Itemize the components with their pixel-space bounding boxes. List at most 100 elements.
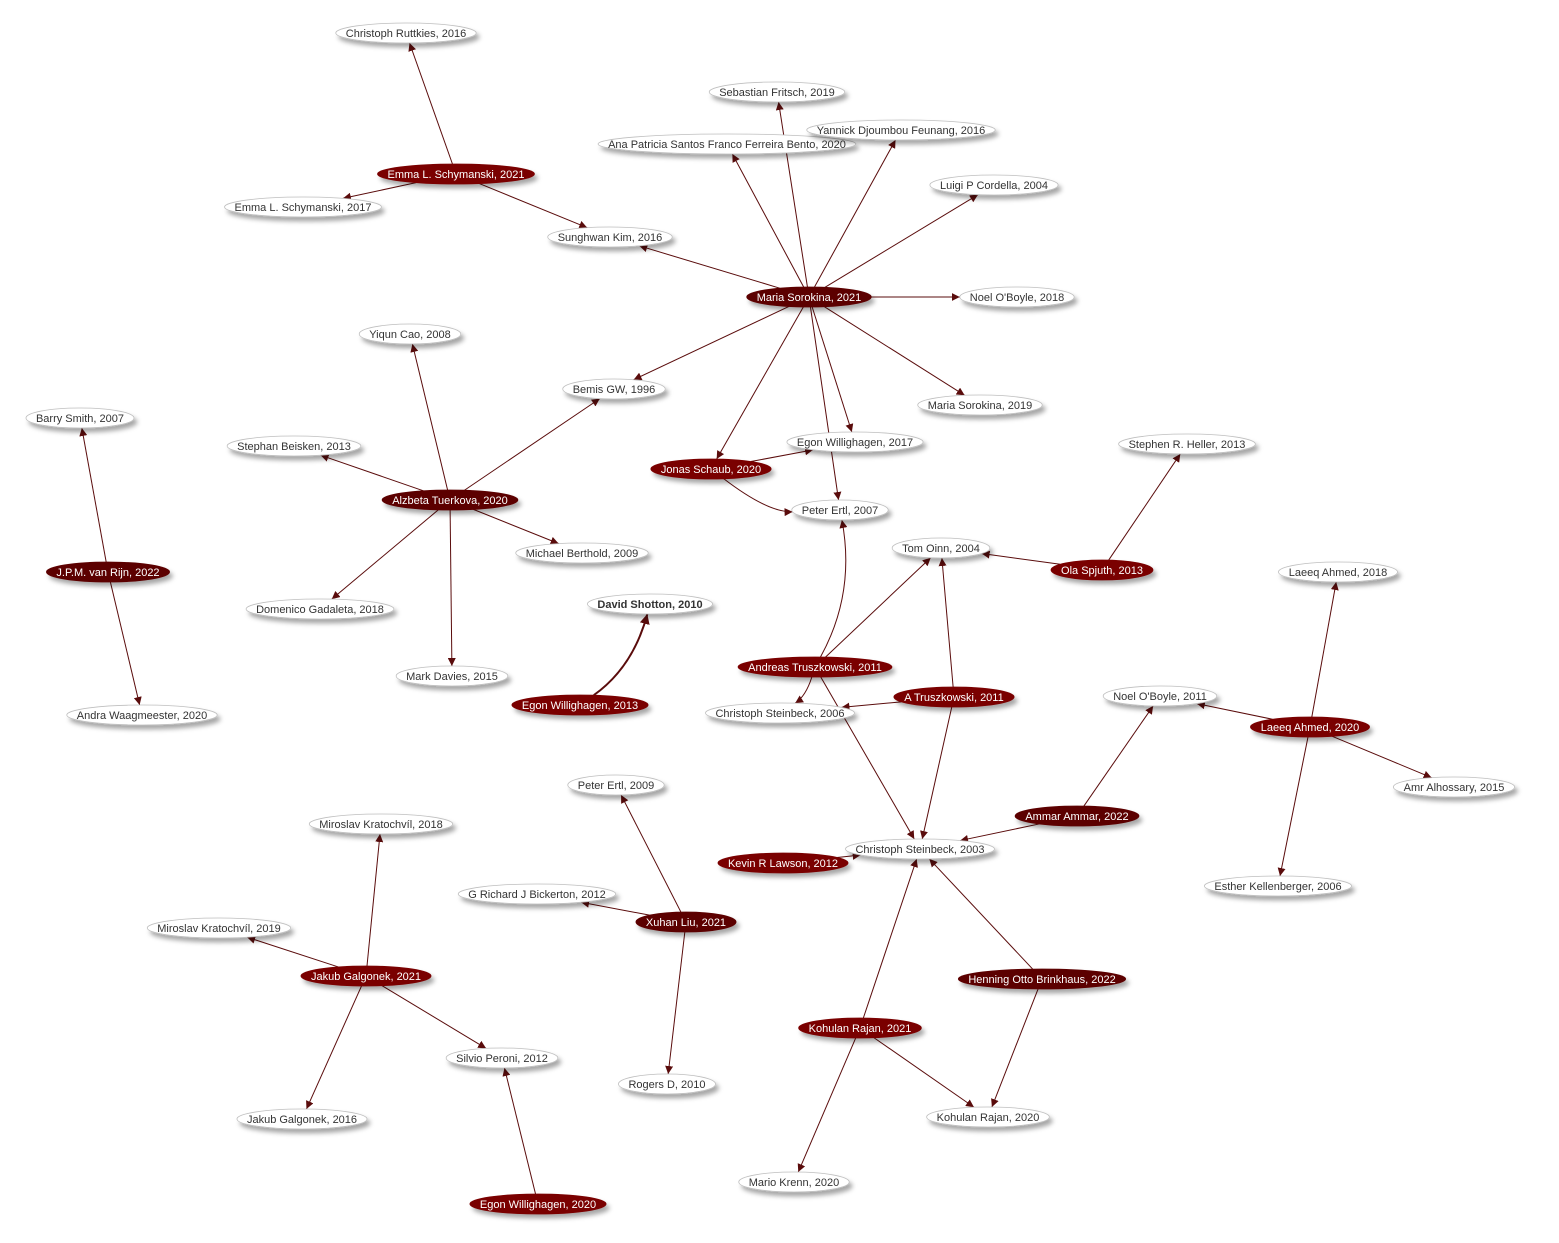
graph-node-rajan2020[interactable]: Kohulan Rajan, 2020 <box>926 1106 1050 1128</box>
graph-node-turkova2020[interactable]: Alzbeta Tuerkova, 2020 <box>381 489 519 511</box>
graph-node-willighagen2020[interactable]: Egon Willighagen, 2020 <box>469 1193 607 1215</box>
graph-node-gadaleta2018[interactable]: Domenico Gadaleta, 2018 <box>245 598 395 620</box>
graph-node-fritsch2019[interactable]: Sebastian Fritsch, 2019 <box>708 81 846 103</box>
node-label: Jakub Galgonek, 2016 <box>247 1114 357 1126</box>
graph-node-truszkowski2011[interactable]: A Truszkowski, 2011 <box>893 686 1015 708</box>
edge-schaub2020-to-willighagen2017 <box>750 447 814 463</box>
node-ellipse <box>1014 805 1140 827</box>
graph-node-galgonek2021[interactable]: Jakub Galgonek, 2021 <box>300 965 432 987</box>
node-ellipse <box>926 1106 1050 1128</box>
node-label: Bemis GW, 1996 <box>573 384 656 396</box>
edge-spjuth2013-to-oinn2004 <box>981 550 1061 565</box>
edge-atruszkowski2011-to-steinbeck2006 <box>794 676 813 704</box>
graph-node-rogers2010[interactable]: Rogers D, 2010 <box>618 1073 716 1095</box>
node-label: Kohulan Rajan, 2020 <box>937 1112 1040 1124</box>
node-label: Christoph Ruttkies, 2016 <box>346 28 466 40</box>
edge-schymanski2021-to-kim2016 <box>479 183 588 229</box>
graph-node-sorokina2019[interactable]: Maria Sorokina, 2019 <box>917 394 1043 416</box>
graph-node-oboyle2018[interactable]: Noel O'Boyle, 2018 <box>959 286 1075 308</box>
graph-node-peroni2012[interactable]: Silvio Peroni, 2012 <box>445 1047 559 1069</box>
graph-node-bemis1996[interactable]: Bemis GW, 1996 <box>562 378 666 400</box>
node-label: Egon Willighagen, 2020 <box>480 1199 596 1211</box>
edge-willighagen2020-to-peroni2012 <box>502 1067 537 1195</box>
graph-node-vanrijn2022[interactable]: J.P.M. van Rijn, 2022 <box>46 561 170 583</box>
edge-sorokina2021-to-fritsch2019 <box>775 101 808 288</box>
edge-ahmed2020-to-oboyle2011 <box>1196 701 1273 720</box>
graph-node-ammar2022[interactable]: Ammar Ammar, 2022 <box>1014 805 1140 827</box>
edge-turkova2020-to-gadaleta2018 <box>331 509 439 600</box>
node-label: Luigi P Cordella, 2004 <box>940 180 1048 192</box>
graph-node-bickerton2012[interactable]: G Richard J Bickerton, 2012 <box>457 883 617 905</box>
edge-galgonek2021-to-peroni2012 <box>381 985 487 1049</box>
graph-node-spjuth2013[interactable]: Ola Spjuth, 2013 <box>1050 559 1154 581</box>
node-label: David Shotton, 2010 <box>597 599 702 611</box>
graph-node-ertl2007[interactable]: Peter Ertl, 2007 <box>791 499 889 521</box>
edge-atruszkowski2011-to-oinn2004 <box>825 557 931 658</box>
edge-rajan2021-to-krenn2020 <box>797 1037 857 1173</box>
node-ellipse <box>1204 875 1352 897</box>
graph-node-djoumbou2016[interactable]: Yannick Djoumbou Feunang, 2016 <box>806 119 996 141</box>
graph-node-lawson2012[interactable]: Kevin R Lawson, 2012 <box>717 852 849 874</box>
graph-node-cordella2004[interactable]: Luigi P Cordella, 2004 <box>929 174 1059 196</box>
edge-sorokina2021-to-sorokina2019 <box>824 306 965 396</box>
graph-node-ertl2009[interactable]: Peter Ertl, 2009 <box>567 774 665 796</box>
node-ellipse <box>959 286 1075 308</box>
node-label: Andra Waagmeester, 2020 <box>77 710 207 722</box>
node-ellipse <box>635 911 737 933</box>
graph-node-cao2008[interactable]: Yiqun Cao, 2008 <box>358 323 462 345</box>
graph-node-waagmeester2020[interactable]: Andra Waagmeester, 2020 <box>66 704 218 726</box>
graph-node-steinbeck2006[interactable]: Christoph Steinbeck, 2006 <box>705 702 855 724</box>
edge-sorokina2021-to-cordella2004 <box>824 194 979 288</box>
graph-node-ahmed2020[interactable]: Laeeq Ahmed, 2020 <box>1250 716 1370 738</box>
edge-sorokina2021-to-bemis1996 <box>633 306 790 381</box>
graph-node-ruttkies2016[interactable]: Christoph Ruttkies, 2016 <box>335 22 477 44</box>
graph-node-schaub2020[interactable]: Jonas Schaub, 2020 <box>650 458 772 480</box>
graph-node-bento2020[interactable]: Ana Patricia Santos Franco Ferreira Bent… <box>597 133 857 155</box>
node-ellipse <box>562 378 666 400</box>
node-label: A Truszkowski, 2011 <box>904 692 1003 704</box>
node-label: Jakub Galgonek, 2021 <box>311 971 421 983</box>
graph-node-atruszkowski2011[interactable]: Andreas Truszkowski, 2011 <box>737 656 893 678</box>
node-ellipse <box>1392 776 1516 798</box>
graph-node-brinkhaus2022[interactable]: Henning Otto Brinkhaus, 2022 <box>957 968 1127 990</box>
graph-node-liu2021[interactable]: Xuhan Liu, 2021 <box>635 911 737 933</box>
node-label: Emma L. Schymanski, 2021 <box>388 169 525 181</box>
edge-lawson2012-to-steinbeck2003 <box>837 851 861 860</box>
graph-node-heller2013[interactable]: Stephen R. Heller, 2013 <box>1118 433 1256 455</box>
graph-node-rajan2021[interactable]: Kohulan Rajan, 2021 <box>798 1017 922 1039</box>
graph-node-willighagen2017[interactable]: Egon Willighagen, 2017 <box>786 431 924 453</box>
node-ellipse <box>737 656 893 678</box>
graph-node-beisken2013[interactable]: Stephan Beisken, 2013 <box>226 435 362 457</box>
graph-node-sorokina2021[interactable]: Maria Sorokina, 2021 <box>746 286 872 308</box>
graph-node-steinbeck2003[interactable]: Christoph Steinbeck, 2003 <box>845 838 995 860</box>
graph-node-kratochvil2018[interactable]: Miroslav Kratochvíl, 2018 <box>308 813 454 835</box>
edge-liu2021-to-ertl2009 <box>620 794 682 913</box>
graph-node-schymanski2017[interactable]: Emma L. Schymanski, 2017 <box>224 196 382 218</box>
graph-node-oboyle2011[interactable]: Noel O'Boyle, 2011 <box>1102 685 1218 707</box>
graph-node-ahmed2018[interactable]: Laeeq Ahmed, 2018 <box>1278 561 1398 583</box>
node-label: Tom Oinn, 2004 <box>902 543 980 555</box>
node-ellipse <box>798 1017 922 1039</box>
node-label: Peter Ertl, 2009 <box>578 780 654 792</box>
graph-node-kratochvil2019[interactable]: Miroslav Kratochvíl, 2019 <box>146 917 292 939</box>
graph-node-kim2016[interactable]: Sunghwan Kim, 2016 <box>547 226 673 248</box>
node-label: Sunghwan Kim, 2016 <box>558 232 663 244</box>
graph-node-kellenberger2006[interactable]: Esther Kellenberger, 2006 <box>1204 875 1352 897</box>
node-ellipse <box>929 174 1059 196</box>
graph-node-alhossary2015[interactable]: Amr Alhossary, 2015 <box>1392 776 1516 798</box>
node-label: Mario Krenn, 2020 <box>749 1177 840 1189</box>
graph-node-schymanski2021[interactable]: Emma L. Schymanski, 2021 <box>377 163 535 185</box>
graph-node-krenn2020[interactable]: Mario Krenn, 2020 <box>738 1171 850 1193</box>
graph-node-smith2007[interactable]: Barry Smith, 2007 <box>25 407 135 429</box>
node-ellipse <box>236 1108 368 1130</box>
graph-node-berthold2009[interactable]: Michael Berthold, 2009 <box>515 542 649 564</box>
graph-node-davies2015[interactable]: Mark Davies, 2015 <box>395 665 509 687</box>
node-ellipse <box>957 968 1127 990</box>
edge-atruszkowski2011-to-ertl2007 <box>820 519 848 658</box>
node-ellipse <box>25 407 135 429</box>
graph-node-oinn2004[interactable]: Tom Oinn, 2004 <box>891 537 991 559</box>
graph-node-galgonek2016[interactable]: Jakub Galgonek, 2016 <box>236 1108 368 1130</box>
graph-node-willighagen2013[interactable]: Egon Willighagen, 2013 <box>511 694 649 716</box>
graph-node-shotton2010[interactable]: David Shotton, 2010 <box>587 593 713 615</box>
node-label: Egon Willighagen, 2017 <box>797 437 913 449</box>
